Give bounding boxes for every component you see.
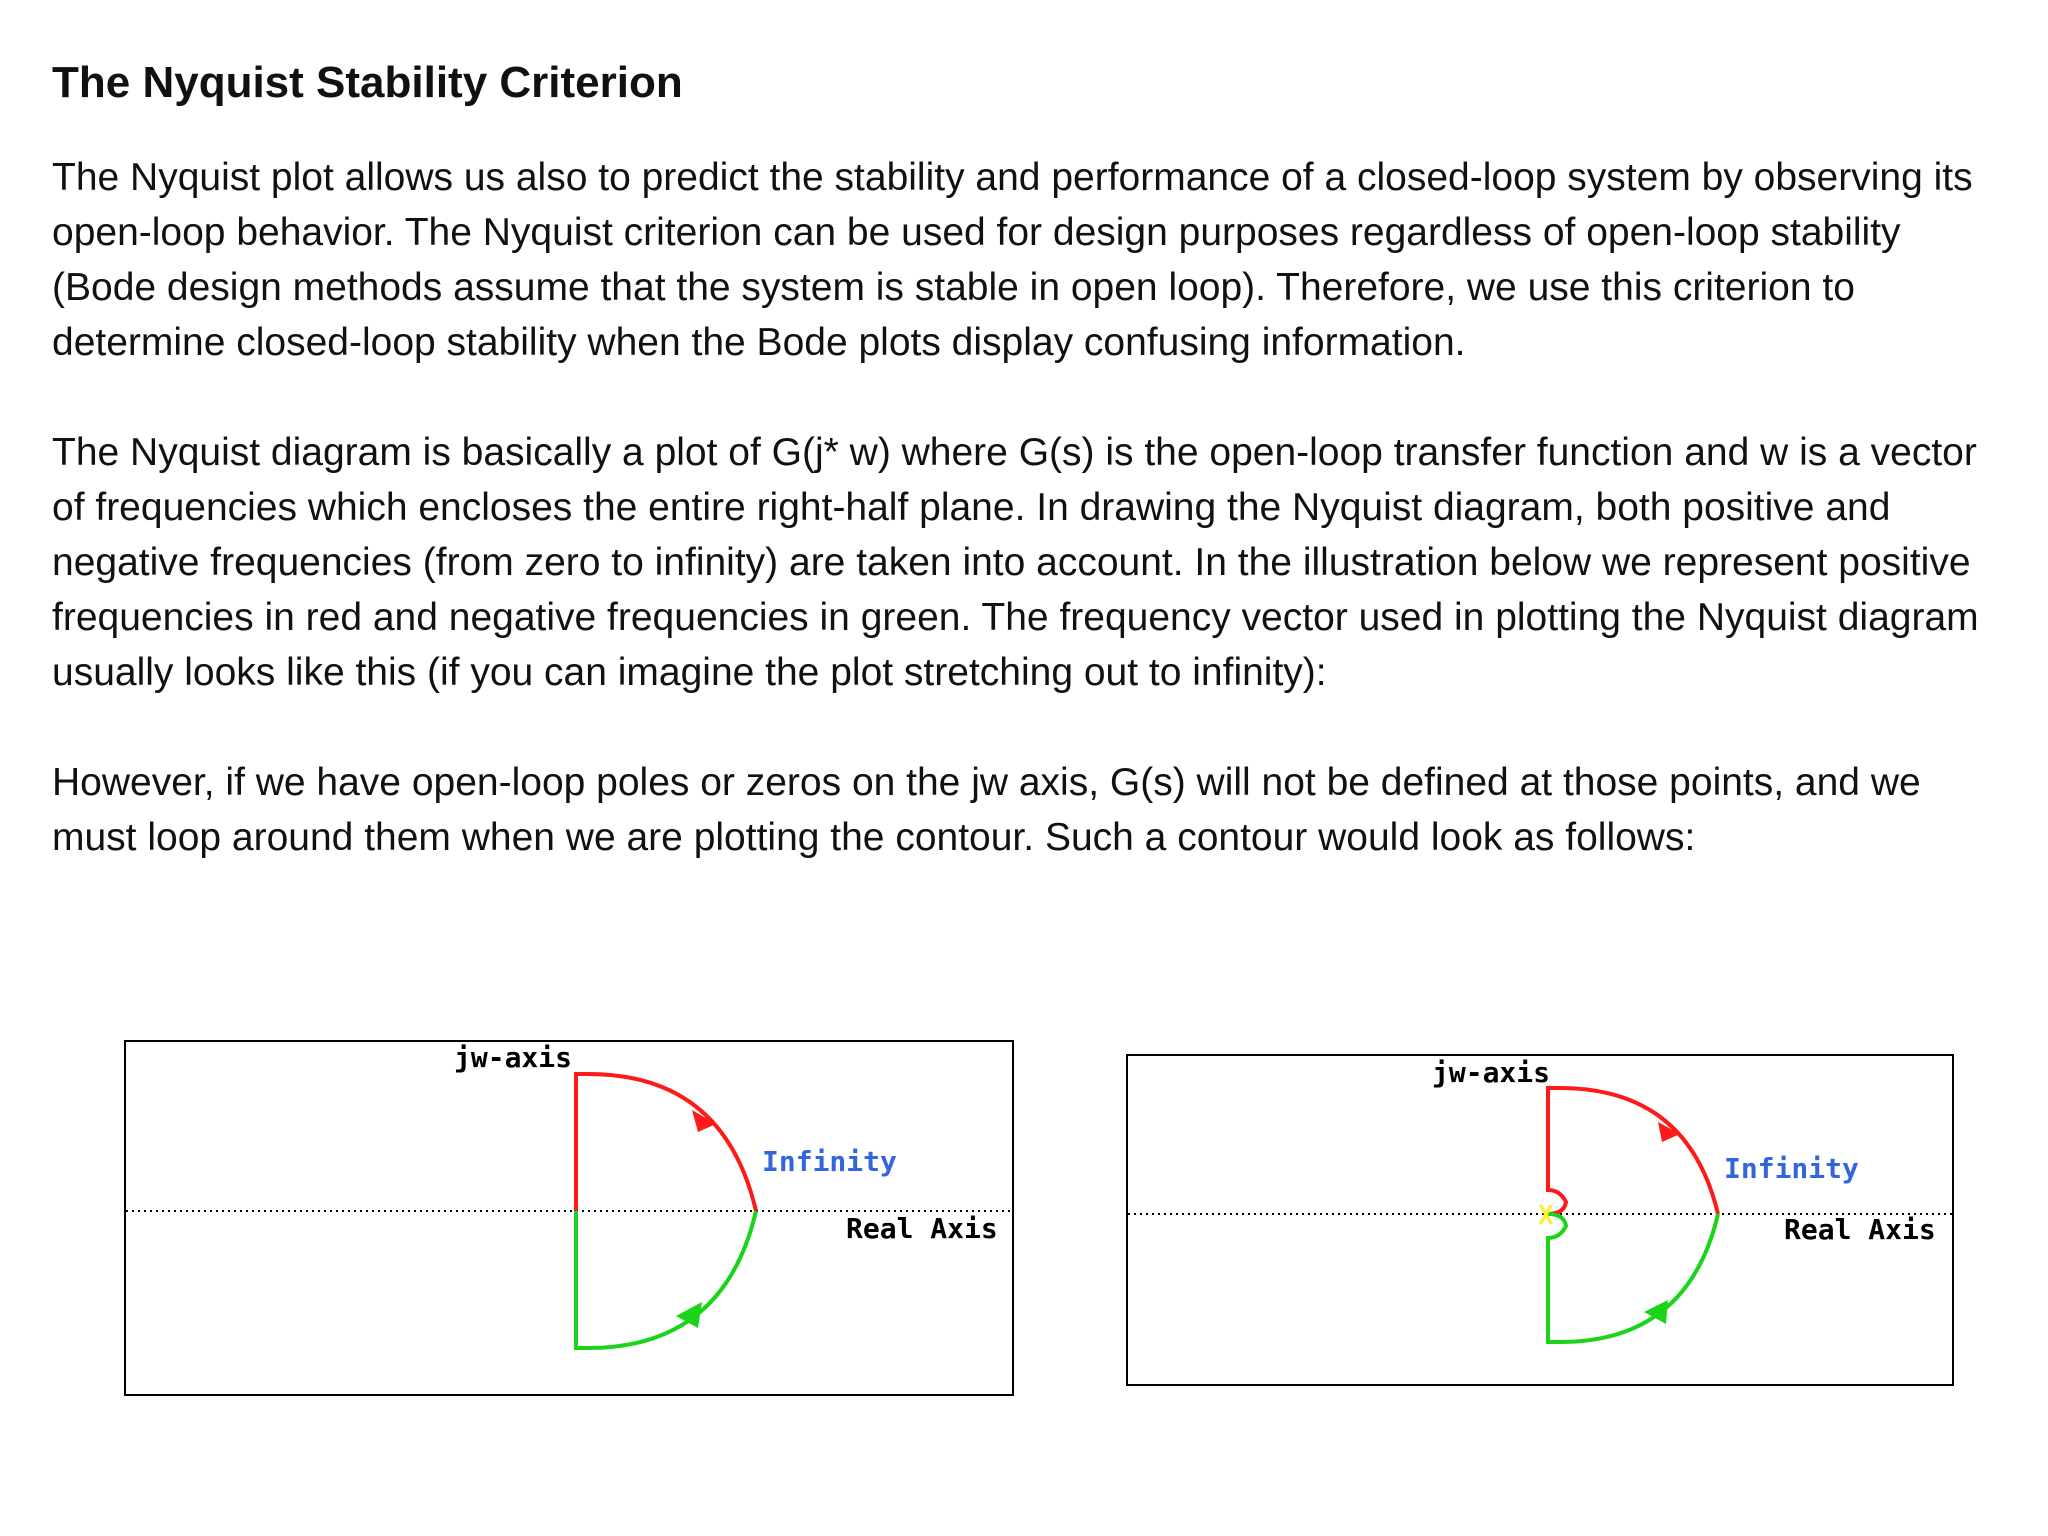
figure-frame bbox=[124, 1040, 1014, 1396]
negative-frequency-arrow bbox=[1644, 1300, 1668, 1324]
real-axis-label: Real Axis bbox=[846, 1212, 998, 1245]
infinity-label: Infinity bbox=[1724, 1152, 1859, 1185]
positive-frequency-path bbox=[574, 1072, 758, 1212]
positive-frequency-arrow bbox=[1658, 1122, 1680, 1142]
pole-marker: X bbox=[1538, 1201, 1554, 1231]
jw-axis-label: jw-axis bbox=[454, 1041, 572, 1074]
page-title: The Nyquist Stability Criterion bbox=[52, 58, 683, 107]
negative-frequency-arrow bbox=[676, 1302, 702, 1328]
negative-frequency-path bbox=[1546, 1212, 1720, 1344]
nyquist-contour-figure: jw-axis Infinity Real Axis bbox=[124, 1040, 1014, 1396]
paragraph-poles-on-axis: However, if we have open-loop poles or z… bbox=[52, 761, 1921, 859]
paragraph-intro: The Nyquist plot allows us also to predi… bbox=[52, 156, 1973, 364]
positive-frequency-path bbox=[1546, 1086, 1720, 1216]
nyquist-contour-with-pole-diagram: X jw-axis Infinity Real Axis bbox=[1126, 1054, 1954, 1386]
jw-axis-label: jw-axis bbox=[1432, 1056, 1550, 1089]
positive-frequency-arrow bbox=[692, 1110, 716, 1132]
paragraph-nyquist-diagram: The Nyquist diagram is basically a plot … bbox=[52, 431, 1979, 694]
document: The Nyquist Stability Criterion The Nyqu… bbox=[52, 56, 2012, 920]
infinity-label: Infinity bbox=[762, 1145, 897, 1178]
nyquist-contour-with-pole-figure: X jw-axis Infinity Real Axis bbox=[1126, 1054, 1954, 1386]
nyquist-contour-diagram: jw-axis Infinity Real Axis bbox=[124, 1040, 1014, 1396]
real-axis-label: Real Axis bbox=[1784, 1213, 1936, 1246]
figure-frame bbox=[1126, 1054, 1954, 1386]
